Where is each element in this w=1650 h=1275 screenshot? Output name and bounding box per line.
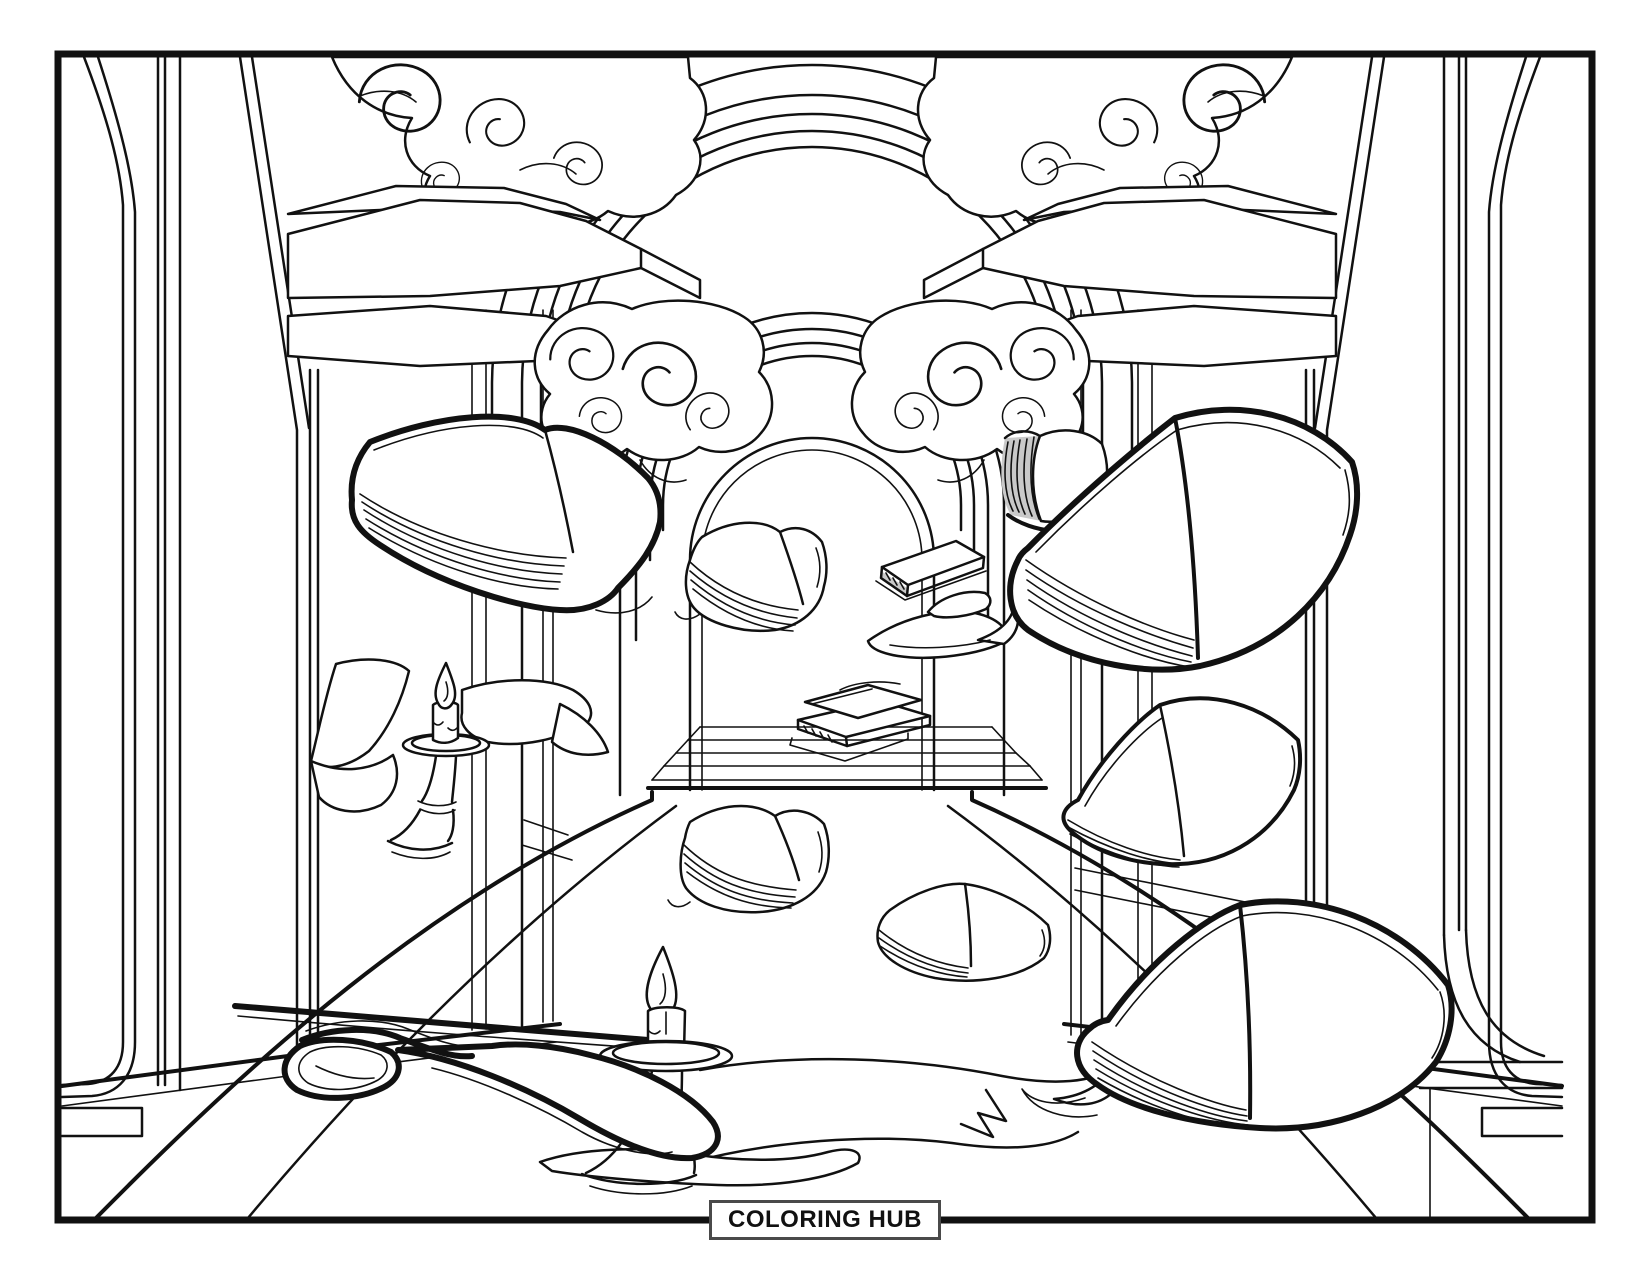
book-open-floor-left — [667, 804, 830, 914]
footer-brand-text: COLORING HUB — [728, 1206, 922, 1233]
book-open-mid-left — [674, 521, 828, 632]
loose-pages-flying — [866, 590, 1020, 659]
slipper — [281, 1020, 721, 1162]
book-open-mid-right — [1061, 696, 1303, 868]
book-open-floor-right — [876, 882, 1052, 982]
book-stack-on-steps — [789, 681, 932, 762]
book-open-big-bottom-right — [1021, 898, 1455, 1132]
book-open-big-left — [348, 413, 664, 614]
footer-brand-label: COLORING HUB — [709, 1200, 941, 1240]
candle-left — [309, 658, 610, 860]
book-closed-flying — [875, 539, 987, 601]
book-open-big-right — [1007, 406, 1361, 673]
